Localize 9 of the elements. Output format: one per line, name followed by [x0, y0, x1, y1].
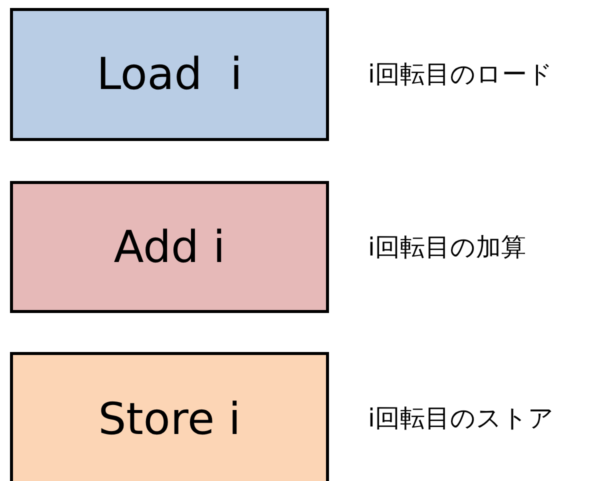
process-box: [10, 181, 329, 313]
box-label: Load i: [96, 49, 242, 100]
box-label: Store i: [98, 394, 241, 444]
side-label: i回転目のロード: [368, 58, 553, 90]
box-label: Add i: [114, 222, 226, 272]
process-box: [10, 8, 329, 141]
side-label: i回転目のストア: [368, 402, 554, 434]
side-label: i回転目の加算: [368, 232, 526, 264]
process-box: [10, 352, 329, 481]
